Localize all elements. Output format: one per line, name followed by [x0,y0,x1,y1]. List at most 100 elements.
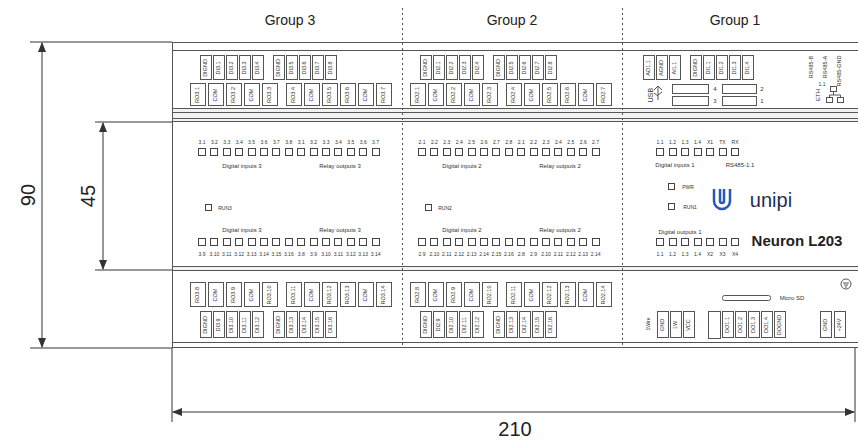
terminal-label: DI3.16 [328,316,334,332]
led-window [418,238,426,246]
led-number: 3.12 [346,252,356,257]
terminal-box: DI2.6 [519,55,531,80]
led-number: 3.14 [259,252,269,257]
led-window [592,148,600,156]
terminal-box: COM [358,83,374,106]
terminal-label: RO3.1 [195,87,201,103]
led-window [425,204,432,211]
terminal-label-column: RS485-A [820,53,831,81]
terminal-label: DI3.4 [255,61,261,74]
led-number: 1.4 [694,252,701,257]
terminal-box: COM [208,83,224,106]
terminal-label: AI1.1 [672,61,678,74]
terminal-label: RS485-B [809,56,815,78]
terminal-box: DI3.13 [286,311,298,338]
led-number: 3.1 [199,140,206,145]
terminal-box: COM [524,282,540,307]
logo-icon [714,189,730,209]
led-number: 1.3 [682,140,689,145]
terminal-box: DI1.3 [729,55,741,80]
terminal-box: COM [464,282,480,307]
led-number: 2.11 [554,252,563,257]
led-number: 1.1 [657,252,664,257]
led-number: 3.3 [223,140,230,145]
terminal-label: RO3.6 [345,87,351,103]
terminal-box: 1W [670,311,682,338]
led-window [517,148,525,156]
terminal-label: DI3.9 [216,318,222,331]
terminal-box: DI3.1 [213,55,225,80]
terminal-box: RO3.6 [340,83,356,106]
led-number: X4 [732,252,738,257]
terminal-label: DI2.14 [522,316,528,332]
led-number: 2.1 [518,140,525,145]
dimension-value: 210 [498,419,531,439]
terminal-box: DI2.5 [506,55,518,80]
terminal-label: DI3.2 [229,61,235,74]
dimension-line [103,123,104,269]
terminal-label: RO2.4 [511,87,517,103]
terminal-label: DI1.1 [706,61,712,74]
terminal-label: RO2.14 [601,285,607,304]
led-number: 3.16 [284,252,294,257]
led-number: 3.13 [247,252,257,257]
led-window [542,238,550,246]
terminal-box: DI2.12 [472,311,484,338]
dimension-value: 45 [78,185,98,207]
ethernet-icon [831,87,837,92]
led-window [505,148,513,156]
terminal-box: RO3.2 [226,83,242,106]
led-number: 3.9 [199,252,206,257]
port-number: 2 [760,86,763,92]
terminal-label: DI3.7 [315,61,321,74]
terminal-label: COM [433,88,439,101]
led-number: 2.9 [530,252,537,257]
terminal-box: VCC [683,311,695,338]
led-window [719,238,727,246]
led-number: 3.5 [347,140,354,145]
led-number: 3.8 [298,252,305,257]
led-window [372,238,380,246]
port-number: 1 [760,98,763,104]
led-number: 3.6 [360,140,367,145]
terminal-box: DIGND [420,311,432,338]
terminal-label: COM [363,88,369,101]
terminal-label: COM [363,288,369,301]
terminal-box: DIGND [273,311,285,338]
terminal-box: RO3.14 [376,282,392,307]
panel-label: RUN2 [438,206,452,211]
led-window [669,238,677,246]
led-window [372,148,380,156]
terminal-label: RS485-A [823,56,829,78]
terminal-box: COM [358,282,374,307]
usb-icon [654,86,662,100]
terminal-label: DO1.2 [738,317,744,333]
terminal-box: DI3.3 [239,55,251,80]
terminal-box: DIGND [200,55,212,80]
led-window [668,183,675,190]
terminal-box: DI1.4 [742,55,754,80]
terminal-label: DI3.11 [242,317,248,333]
terminal-label: COM [529,288,535,301]
led-window [505,238,513,246]
terminal-label: RO2.5 [547,87,553,103]
led-window [694,238,702,246]
terminal-box: DIGND [690,55,702,80]
led-number: 1.1 [657,140,664,145]
terminal-label: RO3.2 [231,87,237,103]
led-window [347,238,355,246]
terminal-label: GND [823,318,829,330]
led-number: 3.10 [210,252,220,257]
terminal-box: DI2.14 [519,311,531,338]
terminal-box: RO3.4 [286,83,302,106]
led-window [668,203,675,210]
led-window [530,148,538,156]
terminal-box: COM [304,282,320,307]
panel-label: Digital inputs 3 [222,163,261,169]
ethernet-icon [827,98,833,103]
led-number: 2.7 [493,140,500,145]
led-window [198,238,206,246]
terminal-label: DI3.1 [216,61,222,74]
led-number: 3.6 [261,140,268,145]
